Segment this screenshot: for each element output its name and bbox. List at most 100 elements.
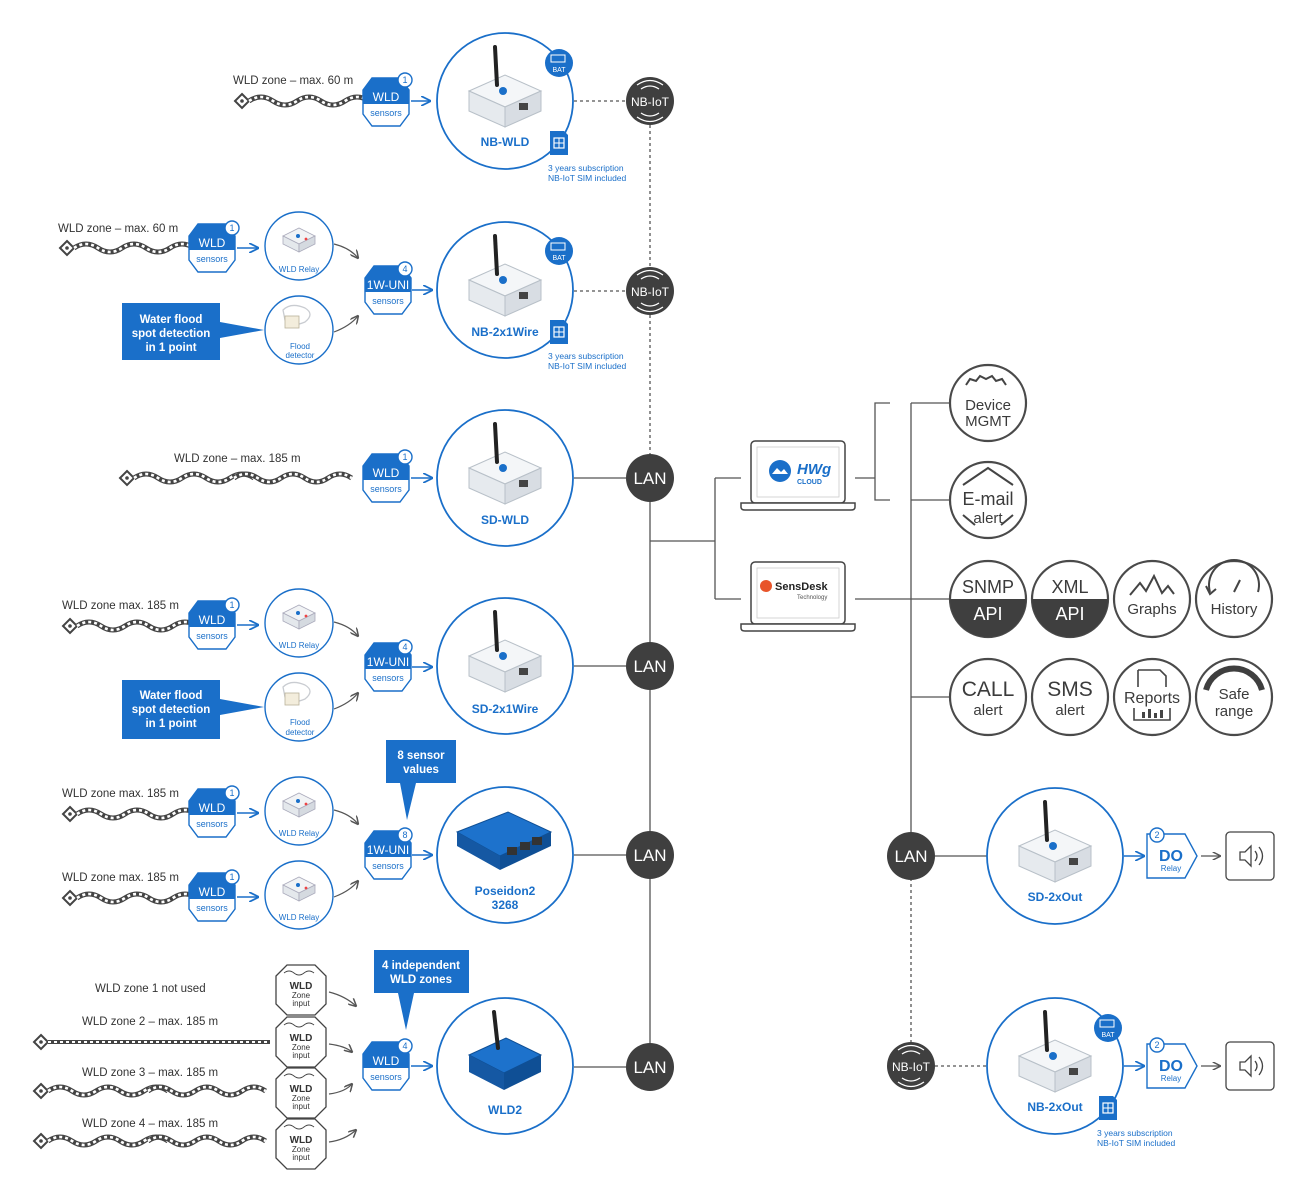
callout-line1: Water flood [140, 690, 203, 702]
nbiot-hub [626, 267, 674, 315]
lan-hub [626, 1043, 674, 1091]
email-alert-label-2: alert [973, 510, 1003, 527]
device-name-sd-2xout: SD-2xOut [1028, 890, 1083, 904]
bat-label: BAT [552, 255, 566, 262]
lan-hub-label: LAN [633, 1058, 666, 1077]
graphs-icon[interactable] [1112, 559, 1192, 639]
flood-label-2: detector [286, 728, 315, 737]
sensor-count: 1 [229, 788, 234, 798]
device-name-wld2: WLD2 [488, 1103, 522, 1117]
bat-label: BAT [552, 67, 566, 74]
callout-line2: spot detection [132, 704, 211, 716]
sensor-count: 1 [229, 223, 234, 233]
hex-sensors-label: sensors [372, 861, 404, 871]
output-devices: LAN SD-2xOut 2 DO Relay NB-IoT NB-2xOut … [887, 787, 1275, 1148]
sensor-count: 1 [229, 872, 234, 882]
zone-input-l1: WLD [290, 1033, 313, 1044]
call-alert-icon[interactable] [948, 657, 1028, 737]
safe-range-label-1: Safe [1219, 686, 1250, 703]
zones-callout [374, 950, 469, 1030]
lan-hub-label: LAN [633, 469, 666, 488]
zone-label: WLD zone max. 185 m [62, 600, 179, 612]
relay-label: WLD Relay [279, 265, 319, 274]
flood-circle [264, 295, 334, 365]
hwg-logo-text: HWg [797, 461, 831, 478]
lan-hub [626, 642, 674, 690]
zone-input-l1: WLD [290, 981, 313, 992]
flood-label-2: detector [286, 351, 315, 360]
lan-hub-label: LAN [633, 657, 666, 676]
device-mgmt-icon[interactable] [948, 363, 1028, 443]
hex-wld-label: WLD [199, 236, 226, 250]
zone-input-l2: Zone [292, 1145, 311, 1154]
cloud-platforms: HWg CLOUD SensDesk Technology [740, 440, 856, 632]
services: Device MGMT E-mail alert SNMP API XML AP… [948, 363, 1274, 737]
hex-1wuni-label: 1W-UNI [367, 655, 409, 669]
hex-sensors-label: sensors [370, 1072, 402, 1082]
sim-note-line2: NB-IoT SIM included [548, 361, 627, 371]
row-nb-2x1wire: WLD zone – max. 60 m WLD sensors 1 WLD R… [58, 211, 674, 371]
relay-label: WLD Relay [279, 913, 319, 922]
sensor-count: 4 [402, 1041, 407, 1051]
hex-wld-label: WLD [199, 801, 226, 815]
sensor-count: 1 [229, 600, 234, 610]
flood-callout [122, 303, 264, 360]
zone-label: WLD zone – max. 60 m [58, 223, 178, 235]
flood-callout [122, 680, 264, 739]
lan-hub-label: LAN [894, 847, 927, 866]
reports-icon[interactable] [1112, 657, 1192, 737]
zone-input-l3: input [292, 999, 310, 1008]
device-name-nb-wld: NB-WLD [481, 135, 530, 149]
snmp-api-label-2: API [973, 604, 1002, 624]
callout-line3: in 1 point [145, 718, 196, 730]
nbiot-hub [887, 1042, 935, 1090]
hex-wld-label: WLD [199, 885, 226, 899]
sensdesk-logo-text: SensDesk [775, 581, 828, 593]
device-mgmt-label-2: MGMT [965, 413, 1011, 430]
zone-label: WLD zone 4 – max. 185 m [82, 1118, 218, 1130]
history-icon[interactable] [1194, 559, 1274, 639]
hex-1wuni-label: 1W-UNI [367, 278, 409, 292]
sim-note-line1: 3 years subscription [548, 351, 624, 361]
zone-input-l1: WLD [290, 1084, 313, 1095]
lan-hub [626, 831, 674, 879]
sms-alert-icon[interactable] [1030, 657, 1110, 737]
zone-label: WLD zone 3 – max. 185 m [82, 1067, 218, 1079]
zone-input-l3: input [292, 1102, 310, 1111]
hex-sensors-label: sensors [372, 673, 404, 683]
do-label: DO [1159, 1058, 1183, 1075]
device-mgmt-label-1: Device [965, 397, 1011, 414]
xml-api-label-2: API [1055, 604, 1084, 624]
row-poseidon: WLD zone max. 185 m WLD sensors 1 WLD Re… [62, 740, 674, 930]
sms-alert-label-2: alert [1055, 702, 1085, 719]
callout-line3: in 1 point [145, 342, 196, 354]
flood-circle [264, 672, 334, 742]
do-label: DO [1159, 848, 1183, 865]
nbiot-hub-label: NB-IoT [631, 285, 670, 299]
hex-wld-label: WLD [373, 466, 400, 480]
zone-label: WLD zone max. 185 m [62, 872, 179, 884]
hex-sensors-label: sensors [196, 254, 228, 264]
zone-label: WLD zone 1 not used [95, 983, 206, 995]
nbiot-hub-label: NB-IoT [892, 1060, 931, 1074]
hex-1wuni-label: 1W-UNI [367, 843, 409, 857]
do-relay-badge [1146, 1043, 1198, 1089]
lan-hub-label: LAN [633, 846, 666, 865]
sensor-count: 1 [402, 452, 407, 462]
callout-values-1: 8 sensor [397, 750, 445, 762]
sensdesk-tech-text: Technology [797, 595, 827, 601]
device-name-nb-2xout: NB-2xOut [1027, 1100, 1082, 1114]
row-sd-wld: WLD zone – max. 185 m WLD sensors 1 SD-W… [119, 409, 674, 547]
lan-hub [887, 832, 935, 880]
snmp-api-label-1: SNMP [962, 577, 1014, 597]
reports-label: Reports [1124, 690, 1180, 707]
sim-note-line1: 3 years subscription [1097, 1128, 1173, 1138]
speaker-icon [1225, 831, 1275, 881]
hex-wld-label: WLD [199, 613, 226, 627]
callout-zones-2: WLD zones [390, 974, 452, 986]
values-callout [386, 740, 456, 820]
zone-input-l3: input [292, 1051, 310, 1060]
flood-label-1: Flood [290, 718, 310, 727]
